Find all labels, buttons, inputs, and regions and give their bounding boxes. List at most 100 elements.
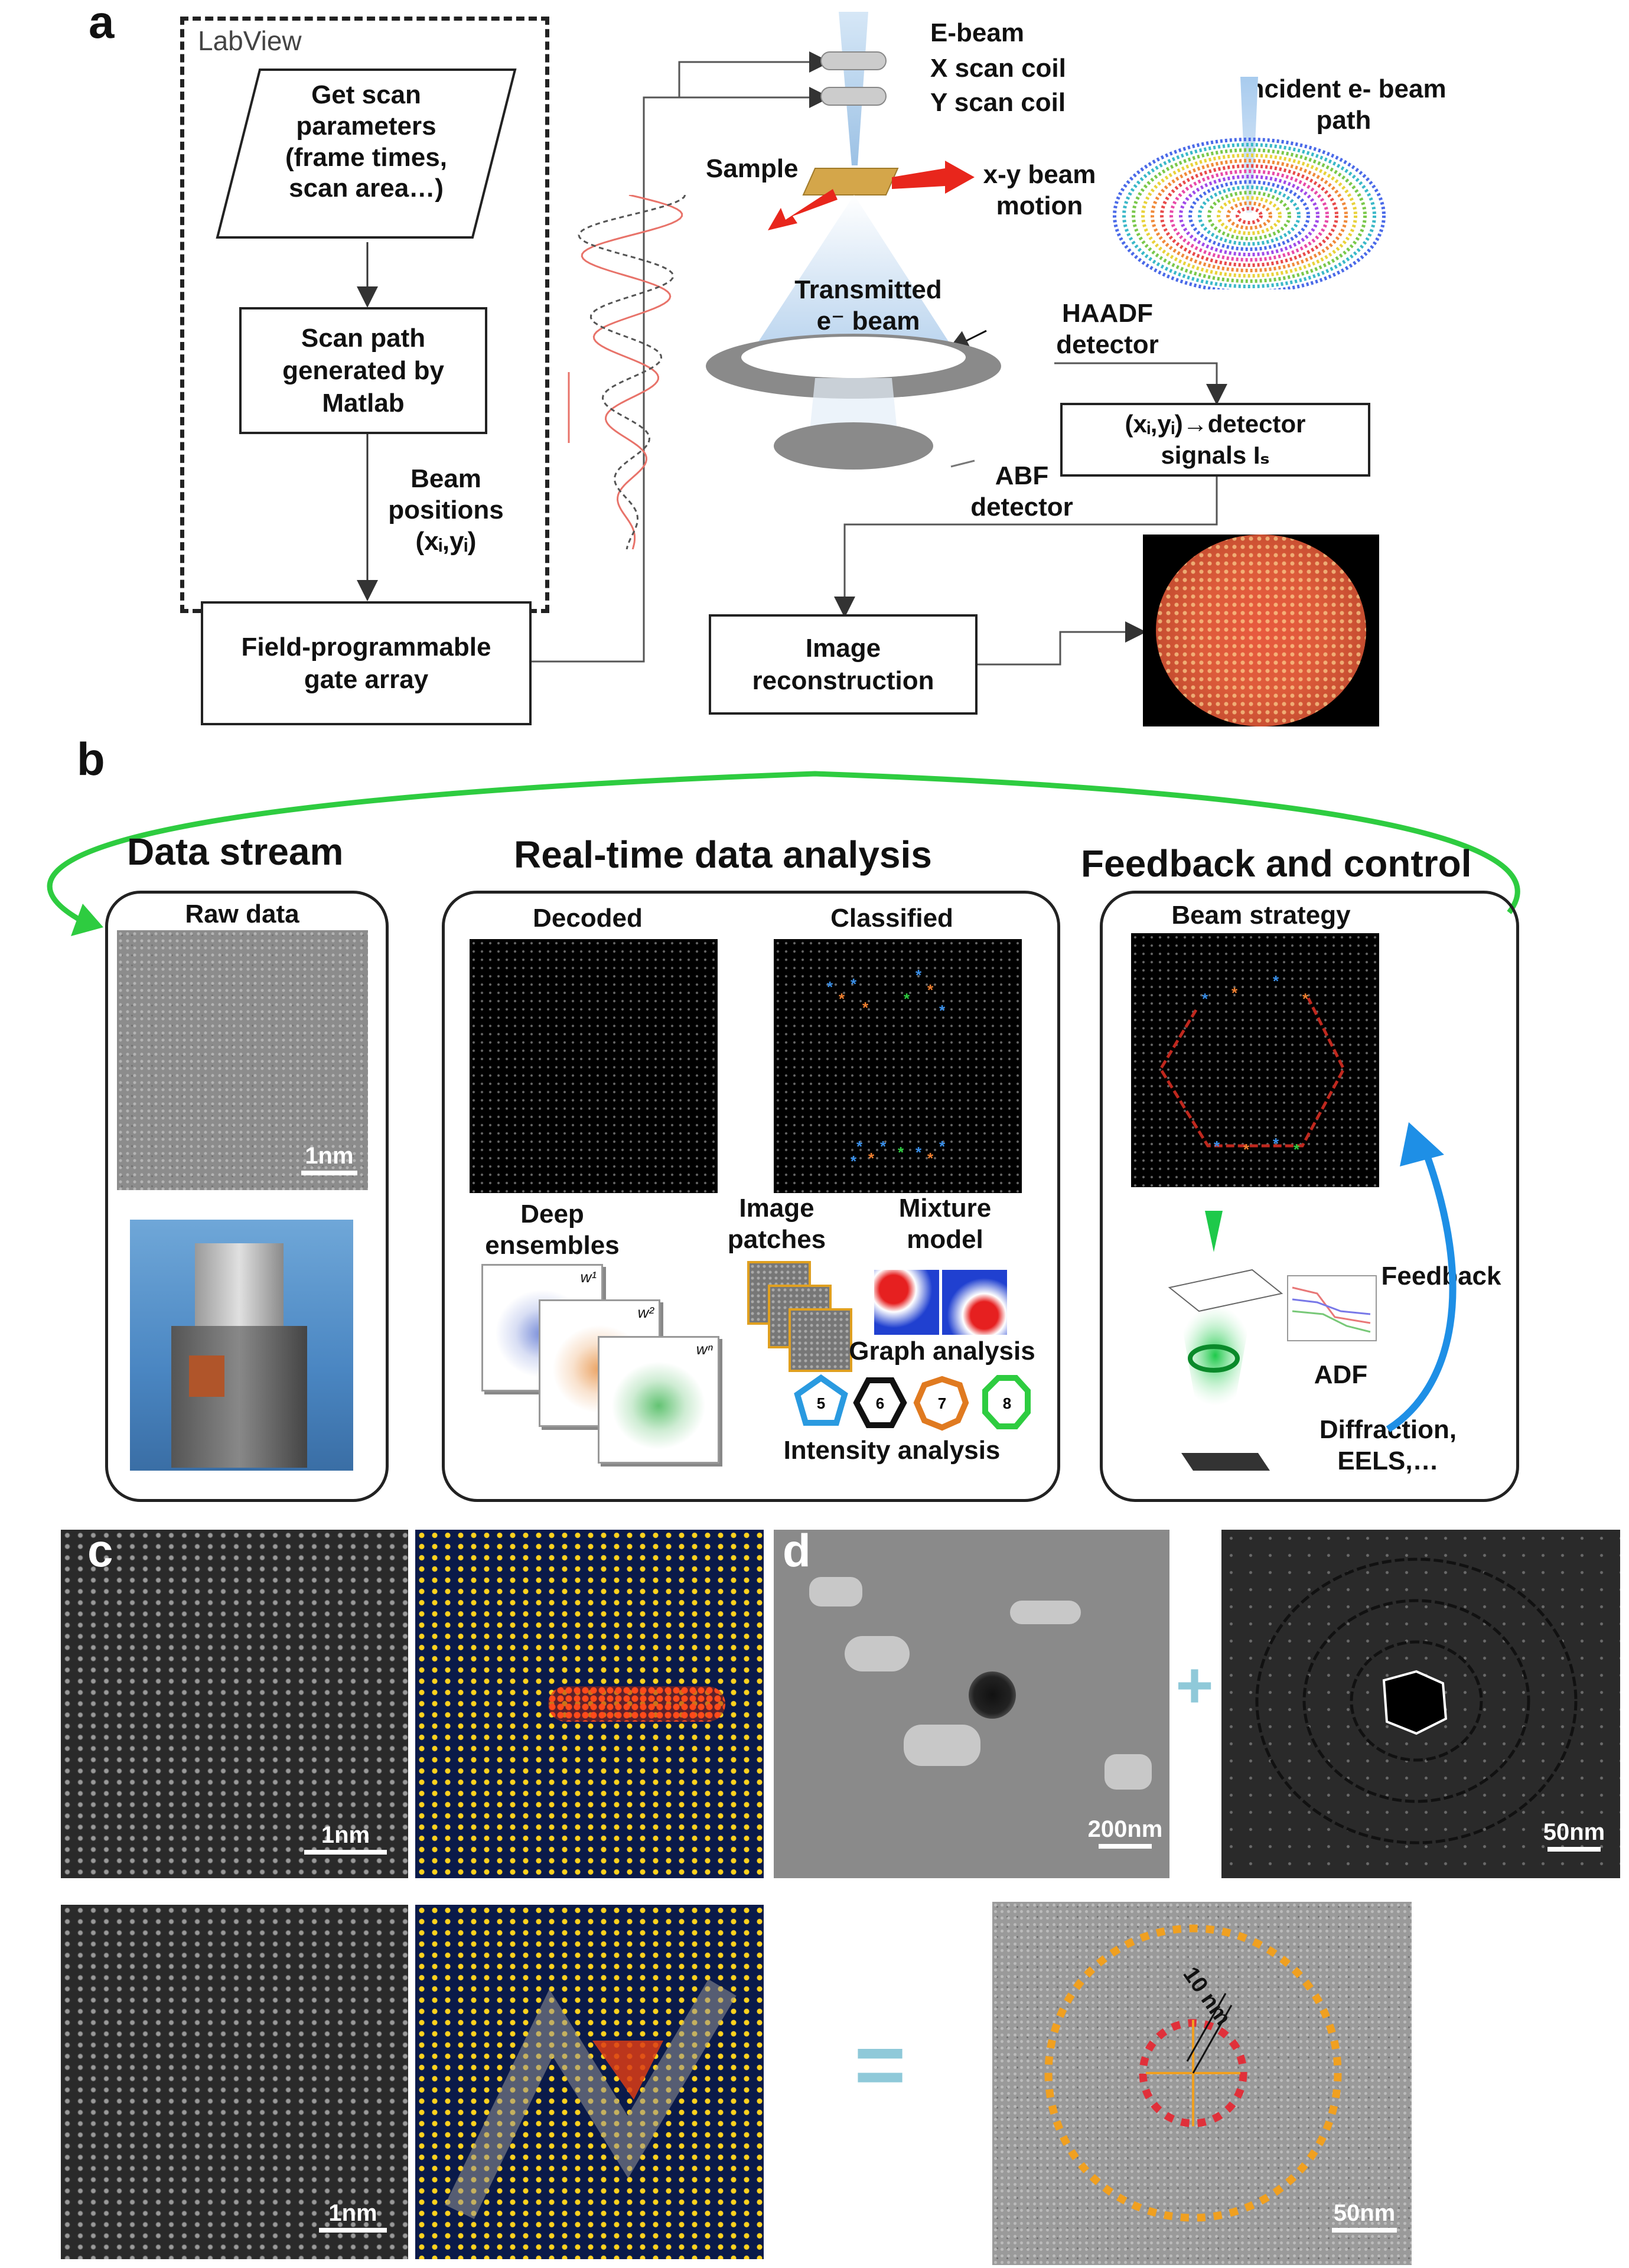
- get-scan-label: Get scan parameters (frame times, scan a…: [285, 80, 447, 203]
- red-arrow-down: [768, 189, 838, 230]
- panel-c-classified-bottom: [415, 1905, 764, 2259]
- raw-data-image: [117, 930, 368, 1190]
- feedback-label: Feedback: [1381, 1262, 1501, 1291]
- svg-text:*: *: [898, 1143, 904, 1161]
- feedback-beam-graphic: [1168, 1211, 1377, 1471]
- labview-label: LabView: [198, 25, 302, 56]
- fpga-box: Field-programmable gate array: [201, 601, 532, 725]
- spiral-ring: [1132, 148, 1367, 283]
- spiral-ring: [1169, 170, 1329, 262]
- mixture-model-label: Mixture model: [898, 1194, 992, 1254]
- panel-c-stem-bottom: [61, 1905, 408, 2259]
- spiral-ring: [1179, 175, 1320, 256]
- svg-text:*: *: [827, 978, 833, 996]
- svg-text:*: *: [868, 1149, 875, 1167]
- panel-a-connectors: [357, 51, 1227, 666]
- svg-text:*: *: [1302, 990, 1309, 1008]
- panel-d-letter: d: [783, 1524, 811, 1576]
- haadf-label: HAADF detector: [1056, 299, 1159, 359]
- intensity-analysis-label: Intensity analysis: [783, 1436, 1001, 1465]
- svg-text:*: *: [1273, 1135, 1279, 1152]
- decoded-image: [470, 939, 718, 1193]
- graph-analysis-label: Graph analysis: [849, 1337, 1035, 1366]
- spiral-ring: [1198, 185, 1301, 246]
- feedback-control-box: [1100, 891, 1519, 1502]
- feedback-control-header: Feedback and control: [1081, 842, 1472, 885]
- data-stream-header: Data stream: [127, 830, 344, 873]
- ebeam-label: E-beam: [930, 18, 1024, 47]
- image-patch-3: [789, 1308, 852, 1372]
- classified-image: ** ** ** ** ** ** ** **: [774, 939, 1022, 1193]
- spiral-ring: [1236, 207, 1263, 224]
- spiral-ring: [1151, 159, 1348, 272]
- feedback-loop-arrow: [47, 771, 1520, 936]
- classified-markers: ** ** ** ** ** ** ** **: [827, 966, 946, 1170]
- raw-data-scale-text: 1nm: [305, 1143, 354, 1169]
- panel-d-sem-50nm-rings: [1221, 1530, 1620, 1878]
- beam-positions-label: Beam positions (xᵢ,yᵢ): [388, 464, 504, 556]
- svg-text:*: *: [927, 1149, 934, 1167]
- microscope-column: [706, 12, 1001, 470]
- detector-signals-box: (xᵢ,yᵢ)→detector signals Iₛ: [1060, 403, 1370, 477]
- concentric-rings: [1255, 1557, 1578, 1845]
- panel-c-letter: c: [87, 1524, 113, 1576]
- panel-d-scale-50a-text: 50nm: [1543, 1819, 1605, 1845]
- scan-path-box: Scan path generated by Matlab: [239, 307, 487, 434]
- x-scan-coil-label: X scan coil: [930, 54, 1066, 83]
- tem-result-overlay: 10 nm: [1044, 1924, 1342, 2222]
- ensemble-weight-2: w²: [637, 1304, 654, 1321]
- svg-text:*: *: [1214, 1138, 1220, 1155]
- panel-c-scale-bottom-text: 1nm: [328, 2200, 377, 2226]
- mixture-model-map-2: [942, 1270, 1007, 1335]
- polygon-6: 6: [876, 1394, 884, 1412]
- spiral-ring: [1207, 191, 1291, 240]
- abf-label: ABF detector: [970, 461, 1073, 522]
- spiral-ring: [1226, 201, 1272, 230]
- panel-a-letter: a: [89, 0, 115, 48]
- raw-data-label: Raw data: [185, 900, 299, 928]
- spiral-ring: [1113, 138, 1386, 289]
- microscope-photo: [130, 1220, 353, 1471]
- spiral-ring: [1122, 143, 1376, 288]
- polygon-8: 8: [1003, 1394, 1011, 1412]
- svg-text:*: *: [939, 1002, 946, 1019]
- svg-text:*: *: [880, 1138, 887, 1155]
- plus-sign: +: [1175, 1649, 1214, 1722]
- classified-label: Classified: [830, 904, 953, 933]
- svg-text:*: *: [839, 990, 845, 1008]
- red-arrow-right: [892, 161, 975, 194]
- beam-strategy-label: Beam strategy: [1171, 901, 1351, 930]
- ensemble-card-3: wⁿ: [598, 1336, 719, 1464]
- panel-d-scale-50b-text: 50nm: [1333, 2200, 1396, 2226]
- raw-data-scalebar: 1nm: [301, 1143, 357, 1175]
- panel-c-scalebar-top: 1nm: [304, 1822, 387, 1855]
- svg-text:*: *: [1294, 1140, 1300, 1158]
- svg-text:*: *: [1243, 1140, 1250, 1158]
- svg-text:*: *: [851, 975, 857, 993]
- panel-d-scalebar-200: 200nm: [1081, 1816, 1169, 1849]
- adf-label: ADF: [1314, 1360, 1368, 1389]
- panel-c-scale-top-text: 1nm: [321, 1822, 370, 1848]
- realtime-analysis-box: [442, 891, 1060, 1502]
- mixture-model-map-1: [874, 1270, 939, 1335]
- svg-text:*: *: [916, 1143, 922, 1161]
- polygon-rings: 5 6 7 8: [794, 1374, 1031, 1431]
- realtime-analysis-header: Real-time data analysis: [514, 833, 932, 876]
- svg-text:*: *: [939, 1138, 946, 1155]
- panel-c-scalebar-bottom: 1nm: [319, 2200, 387, 2233]
- svg-text:*: *: [1202, 990, 1208, 1008]
- xy-beam-motion-label: x-y beam motion: [983, 160, 1096, 220]
- beam-strategy-image: ** ** ** **: [1131, 933, 1379, 1187]
- spiral-ring: [1188, 180, 1310, 251]
- svg-text:*: *: [856, 1138, 863, 1155]
- ensemble-weight-1: w¹: [580, 1268, 597, 1286]
- panel-d-tem-result: 10 nm: [992, 1902, 1412, 2265]
- panel-d-sem-200nm: [774, 1530, 1169, 1878]
- image-patches-label: Image patches: [727, 1194, 826, 1254]
- svg-text:*: *: [1231, 984, 1238, 1002]
- panel-b-letter: b: [77, 733, 105, 785]
- polygon-5: 5: [817, 1394, 825, 1412]
- svg-text:*: *: [904, 990, 910, 1008]
- panel-c-zigzag-path: [445, 1979, 737, 2219]
- diffraction-label: Diffraction, EELS,…: [1319, 1415, 1457, 1475]
